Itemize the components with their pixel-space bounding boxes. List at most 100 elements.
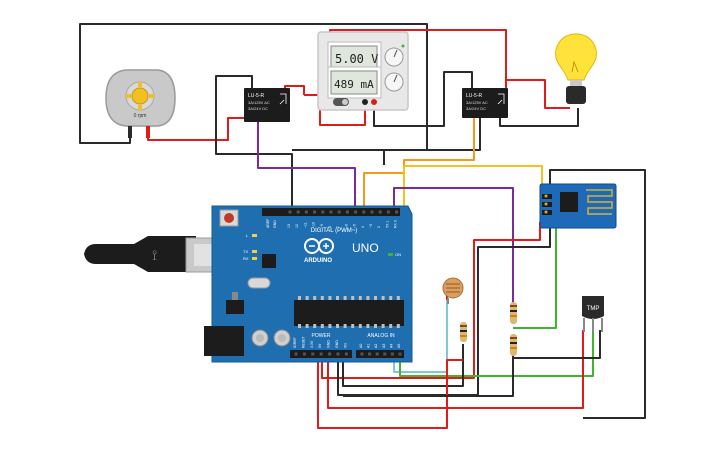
wire-red-relay-bulb[interactable] bbox=[505, 79, 570, 109]
temp-sensor[interactable]: TMP bbox=[582, 296, 604, 332]
wire-black-supply-right[interactable] bbox=[373, 71, 473, 127]
header-pin-hole[interactable] bbox=[329, 210, 333, 214]
wifi-module[interactable] bbox=[539, 183, 617, 229]
wire-green-wifi[interactable] bbox=[513, 222, 557, 329]
chip-leg bbox=[374, 324, 377, 328]
header-pin-hole[interactable] bbox=[294, 352, 298, 356]
gear-icon bbox=[126, 82, 154, 110]
header-pin-hole[interactable] bbox=[378, 210, 382, 214]
chip-leg bbox=[389, 324, 393, 328]
resistor-2[interactable] bbox=[510, 302, 517, 324]
wire-red-5v-tmp[interactable] bbox=[327, 330, 584, 409]
pin-label: A4 bbox=[389, 344, 393, 348]
pin-label: ~3 bbox=[369, 224, 373, 228]
chip-leg bbox=[313, 324, 317, 328]
analog-header[interactable] bbox=[356, 350, 404, 358]
header-pin-hole[interactable] bbox=[302, 352, 306, 356]
pin-label: TX 1 bbox=[385, 221, 389, 228]
brand-label: ARDUINO bbox=[304, 258, 332, 264]
digital-label: DIGITAL (PWM~) bbox=[311, 228, 358, 234]
pin-label: 4 bbox=[361, 226, 365, 228]
arduino-logo bbox=[304, 238, 334, 254]
wire-red-bottom-loop[interactable] bbox=[317, 355, 463, 429]
terminal-positive[interactable] bbox=[371, 99, 377, 105]
wire-orange-relay-pin[interactable] bbox=[363, 118, 475, 210]
header-pin-hole[interactable] bbox=[313, 210, 317, 214]
wire-purple-relay-pin[interactable] bbox=[257, 122, 356, 210]
header-pin-hole[interactable] bbox=[328, 352, 332, 356]
header-pin-hole[interactable] bbox=[375, 352, 379, 356]
power-label: POWER bbox=[312, 333, 331, 339]
header-pin-hole[interactable] bbox=[390, 352, 394, 356]
wire-black-tmp-gnd[interactable] bbox=[512, 330, 601, 359]
chip-legs bbox=[298, 296, 400, 328]
pin-label: A3 bbox=[382, 344, 386, 348]
pin-label: Vin bbox=[343, 343, 347, 348]
motor-speed: 0 rpm bbox=[134, 113, 147, 119]
header-pin-hole[interactable] bbox=[336, 352, 340, 356]
chip-leg bbox=[305, 324, 309, 328]
aref-label: AREF bbox=[266, 219, 270, 228]
pin-label: A2 bbox=[374, 344, 378, 348]
chip-leg bbox=[320, 296, 324, 300]
l-label: L bbox=[246, 233, 249, 238]
relay-right[interactable]: LU-5-R 3A/125V AC 3A/24V DC bbox=[462, 88, 508, 118]
voltage-readout: 5.00 V bbox=[335, 52, 378, 66]
wire-black-bulb-return[interactable] bbox=[499, 108, 579, 127]
header-pin-hole[interactable] bbox=[354, 210, 358, 214]
header-pin-hole[interactable] bbox=[311, 352, 315, 356]
header-pin-hole[interactable] bbox=[360, 352, 364, 356]
temp-sensor-label: TMP bbox=[587, 306, 600, 312]
header-pin-hole[interactable] bbox=[370, 210, 374, 214]
header-pin-hole[interactable] bbox=[383, 352, 387, 356]
pin-label: 5V bbox=[318, 343, 322, 348]
relay-left-rating-1: 3A/125V AC bbox=[248, 100, 270, 105]
dc-jack[interactable] bbox=[204, 326, 244, 356]
chip-leg bbox=[396, 296, 400, 300]
relay-left[interactable]: LU-5-R 3A/125V AC 3A/24V DC bbox=[244, 88, 290, 122]
pin-label: ~5 bbox=[353, 224, 357, 228]
chip-leg bbox=[336, 296, 339, 300]
wire-black-resistor-gnd[interactable] bbox=[342, 344, 464, 387]
wire-black-relay-down[interactable] bbox=[215, 75, 293, 210]
wire-red-5v-right[interactable] bbox=[321, 222, 541, 379]
header-pin-hole[interactable] bbox=[344, 352, 348, 356]
pin-label: RESET bbox=[301, 335, 305, 348]
header-pin-hole[interactable] bbox=[288, 210, 292, 214]
wire-cyan-ldr[interactable] bbox=[393, 300, 448, 373]
terminal-negative[interactable] bbox=[362, 99, 368, 105]
gnd-label-top: GND bbox=[273, 220, 277, 228]
header-pin-hole[interactable] bbox=[345, 210, 349, 214]
power-supply[interactable]: 5.00 V 489 mA bbox=[317, 31, 409, 111]
header-pin-hole[interactable] bbox=[321, 210, 325, 214]
chip-leg bbox=[358, 324, 362, 328]
wire-green-a1[interactable] bbox=[399, 330, 594, 377]
relay-left-name: LU-5-R bbox=[248, 93, 265, 99]
header-pin-hole[interactable] bbox=[337, 210, 341, 214]
header-pin-hole[interactable] bbox=[296, 210, 300, 214]
resistor-3[interactable] bbox=[510, 334, 517, 356]
header-pin-hole[interactable] bbox=[386, 210, 390, 214]
header-pin-hole[interactable] bbox=[362, 210, 366, 214]
wire-black-relayright-board[interactable] bbox=[383, 118, 481, 165]
header-pin-hole[interactable] bbox=[398, 352, 402, 356]
relay-right-rating-2: 3A/24V DC bbox=[466, 106, 486, 111]
dc-motor[interactable]: 0 rpm bbox=[105, 69, 176, 138]
header-pin-hole[interactable] bbox=[395, 210, 399, 214]
atmega-chip bbox=[294, 300, 404, 326]
chip-leg bbox=[396, 324, 400, 328]
chip-leg bbox=[389, 296, 393, 300]
header-pin-hole[interactable] bbox=[368, 352, 372, 356]
pin-label: A0 bbox=[359, 344, 363, 348]
wire-black-resistor2[interactable] bbox=[343, 346, 514, 397]
chip-leg bbox=[328, 296, 332, 300]
header-pin-hole[interactable] bbox=[304, 210, 308, 214]
resistor-1[interactable] bbox=[460, 322, 467, 342]
photoresistor[interactable] bbox=[442, 277, 464, 304]
header-pin-hole[interactable] bbox=[319, 352, 323, 356]
chip-leg bbox=[298, 296, 301, 300]
light-bulb[interactable] bbox=[555, 33, 597, 104]
